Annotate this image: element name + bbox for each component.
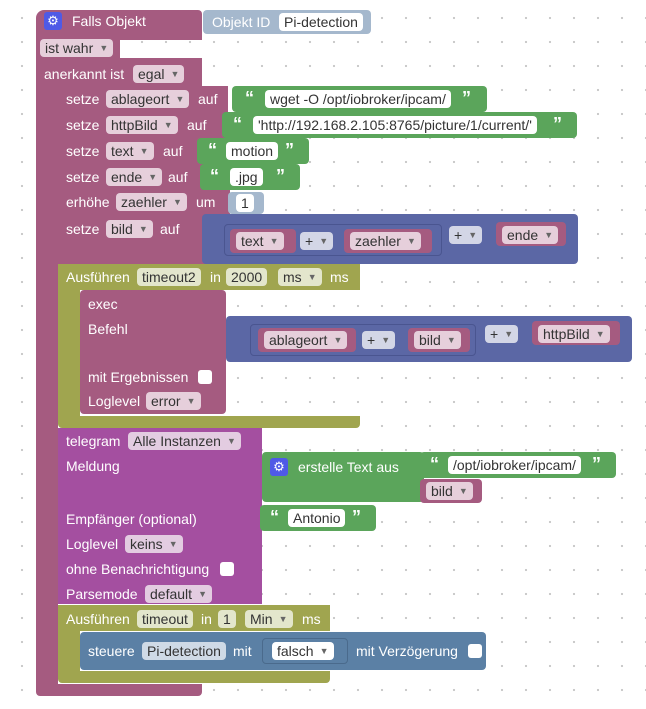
anerkannt-label: anerkannt ist xyxy=(44,66,125,82)
on-object-bottom xyxy=(36,684,202,696)
in-label: in xyxy=(201,611,212,627)
plus-operator-dropdown[interactable]: +▼ xyxy=(449,226,483,244)
erstelle-text-label: erstelle Text aus xyxy=(298,459,399,475)
create-text-block[interactable] xyxy=(262,452,424,502)
in-label: in xyxy=(210,269,221,285)
ohne-benachrichtigung-checkbox[interactable] xyxy=(220,562,234,576)
telegram-instance-dropdown[interactable]: Alle Instanzen▼ xyxy=(128,432,241,450)
quote-close-icon: ” xyxy=(462,88,471,108)
ablageort-value[interactable]: wget -O /opt/iobroker/ipcam/ xyxy=(265,90,451,108)
plus-operator-dropdown[interactable]: +▼ xyxy=(362,331,396,349)
var-dropdown-text[interactable]: text▼ xyxy=(236,232,284,250)
timeout-value-field[interactable]: 2000 xyxy=(226,268,268,286)
setze-label: setze xyxy=(66,117,100,133)
exec-title: exec xyxy=(88,296,118,312)
var-dropdown-bild[interactable]: bild▼ xyxy=(414,331,461,349)
quote-close-icon: ” xyxy=(352,507,361,527)
condition-dropdown[interactable]: ist wahr▼ xyxy=(40,39,114,57)
parsemode-dropdown[interactable]: default▼ xyxy=(145,585,213,603)
on-object-body xyxy=(36,38,58,686)
timeout-name-field[interactable]: timeout xyxy=(137,610,193,628)
timeout2-body xyxy=(58,288,80,418)
ausfuehren-label: Ausführen xyxy=(66,269,130,285)
gear-icon[interactable]: ⚙ xyxy=(270,458,288,476)
loglevel-label: Loglevel xyxy=(88,393,141,409)
control-target-field[interactable]: Pi-detection xyxy=(142,642,226,660)
text-value[interactable]: motion xyxy=(226,142,279,160)
um-label: um xyxy=(196,194,216,210)
quote-open-icon: “ xyxy=(245,88,254,108)
path-value[interactable]: /opt/iobroker/ipcam/ xyxy=(448,456,581,474)
ms-label: ms xyxy=(330,269,349,285)
var-dropdown-bild[interactable]: bild▼ xyxy=(426,482,473,500)
plus-operator-dropdown[interactable]: +▼ xyxy=(300,232,334,250)
empfaenger-value[interactable]: Antonio xyxy=(288,509,346,527)
ausfuehren-label: Ausführen xyxy=(66,611,130,627)
auf-label: auf xyxy=(160,221,180,237)
timeout-body xyxy=(58,629,80,673)
quote-open-icon: “ xyxy=(430,454,439,474)
var-dropdown-ende[interactable]: ende▼ xyxy=(502,226,559,244)
object-id-field[interactable]: Pi-detection xyxy=(279,13,363,31)
increment-value[interactable]: 1 xyxy=(236,194,254,212)
ms-label: ms xyxy=(302,611,321,627)
httpbild-value[interactable]: 'http://192.168.2.105:8765/picture/1/cur… xyxy=(253,116,537,134)
mit-ergebnissen-checkbox[interactable] xyxy=(198,370,212,384)
var-dropdown-httpbild[interactable]: httpBild▼ xyxy=(538,325,610,343)
setze-label: setze xyxy=(66,91,100,107)
quote-open-icon: “ xyxy=(270,507,279,527)
quote-close-icon: ” xyxy=(592,454,601,474)
var-dropdown-ablageort[interactable]: ablageort▼ xyxy=(264,331,348,349)
var-dropdown-httpbild[interactable]: httpBild▼ xyxy=(106,116,178,134)
timeout-unit-dropdown[interactable]: Min▼ xyxy=(245,610,293,628)
var-dropdown-text[interactable]: text▼ xyxy=(106,142,154,160)
auf-label: auf xyxy=(198,91,218,107)
quote-open-icon: “ xyxy=(233,114,242,134)
exec-loglevel-dropdown[interactable]: error▼ xyxy=(146,392,201,410)
quote-open-icon: “ xyxy=(210,166,219,186)
mit-ergebnissen-label: mit Ergebnissen xyxy=(88,369,189,385)
auf-label: auf xyxy=(187,117,207,133)
empfaenger-label: Empfänger (optional) xyxy=(66,511,197,527)
timeout-value-field[interactable]: 1 xyxy=(218,610,236,628)
objekt-id-label: Objekt ID xyxy=(212,14,271,30)
timeout2-bottom xyxy=(58,416,360,428)
plus-operator-dropdown[interactable]: +▼ xyxy=(485,325,519,343)
var-dropdown-zaehler[interactable]: zaehler▼ xyxy=(350,232,421,250)
ohne-label: ohne Benachrichtigung xyxy=(66,561,210,577)
bool-dropdown[interactable]: falsch▼ xyxy=(272,642,334,660)
auf-label: auf xyxy=(168,169,188,185)
mit-label: mit xyxy=(233,643,252,659)
verzoegerung-label: mit Verzögerung xyxy=(356,643,458,659)
parsemode-label: Parsemode xyxy=(66,586,138,602)
timeout-name-field[interactable]: timeout2 xyxy=(137,268,201,286)
verzoegerung-checkbox[interactable] xyxy=(468,644,482,658)
auf-label: auf xyxy=(163,143,183,159)
telegram-loglevel-dropdown[interactable]: keins▼ xyxy=(125,535,183,553)
on-object-block[interactable] xyxy=(36,10,202,40)
setze-label: setze xyxy=(66,143,100,159)
erhoehe-label: erhöhe xyxy=(66,194,110,210)
quote-close-icon: ” xyxy=(553,114,562,134)
steuere-label: steuere xyxy=(88,643,135,659)
befehl-label: Befehl xyxy=(88,321,128,337)
timeout-unit-dropdown[interactable]: ms▼ xyxy=(278,268,322,286)
anerkannt-dropdown[interactable]: egal▼ xyxy=(133,65,185,83)
quote-close-icon: ” xyxy=(285,140,294,160)
falls-objekt-label: Falls Objekt xyxy=(72,13,146,29)
meldung-label: Meldung xyxy=(66,458,120,474)
setze-label: setze xyxy=(66,221,100,237)
telegram-title: telegram xyxy=(66,433,121,449)
var-dropdown-ende[interactable]: ende▼ xyxy=(106,168,163,186)
timeout-bottom xyxy=(58,671,330,683)
quote-close-icon: ” xyxy=(276,166,285,186)
ende-value[interactable]: .jpg xyxy=(230,168,263,186)
var-dropdown-bild[interactable]: bild▼ xyxy=(106,220,153,238)
setze-label: setze xyxy=(66,169,100,185)
var-dropdown-zaehler[interactable]: zaehler▼ xyxy=(116,193,187,211)
telegram-loglevel-label: Loglevel xyxy=(66,536,119,552)
gear-icon[interactable]: ⚙ xyxy=(44,12,62,30)
var-dropdown-ablageort[interactable]: ablageort▼ xyxy=(106,90,190,108)
quote-open-icon: “ xyxy=(208,140,217,160)
